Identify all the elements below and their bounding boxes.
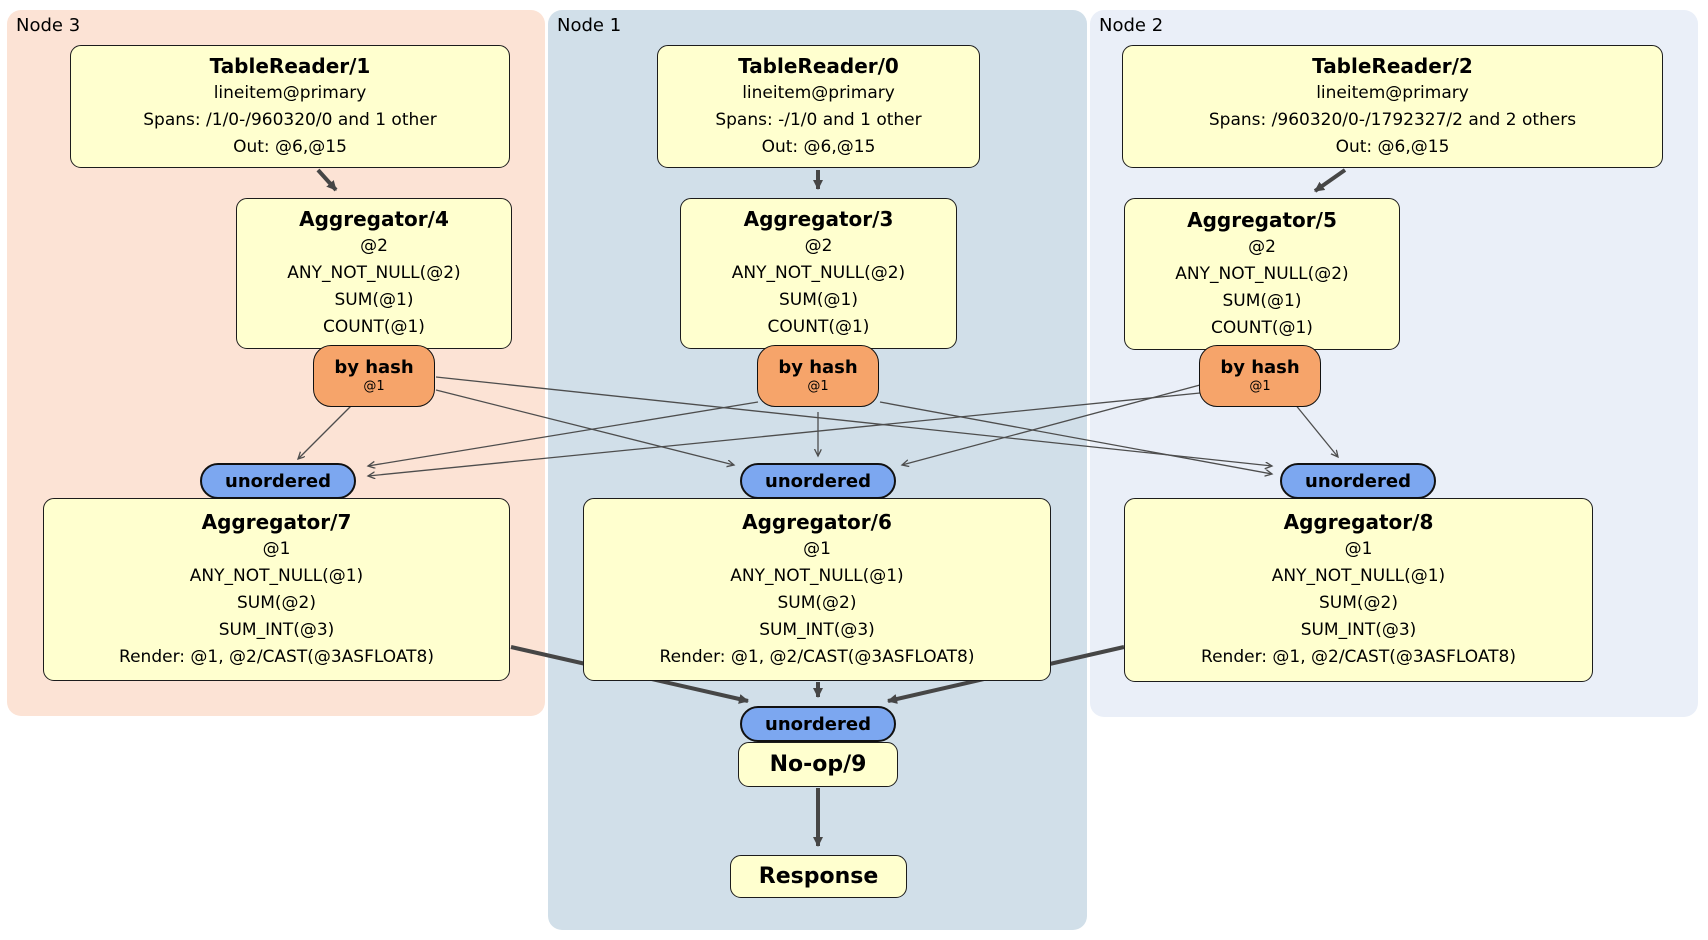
processor-detail: @1 [262, 538, 291, 559]
noop-box: No-op/9 [738, 742, 898, 787]
processor-detail: ANY_NOT_NULL(@1) [189, 565, 364, 586]
processor-title: Response [758, 864, 879, 889]
processor-detail: COUNT(@1) [1211, 317, 1313, 338]
processor-detail: SUM(@1) [334, 290, 414, 310]
node2-region-label: Node 2 [1099, 15, 1164, 36]
processor-detail: Spans: -/1/0 and 1 other [715, 109, 922, 130]
response-box: Response [730, 855, 907, 898]
edge-router2-stream3 [368, 392, 1201, 476]
router-key: @1 [807, 379, 829, 394]
unordered-stream-output: unordered [740, 706, 896, 742]
processor-detail: Spans: /960320/0-/1792327/2 and 2 others [1208, 109, 1577, 130]
edge-router2-stream1 [902, 384, 1201, 465]
node1-region-label: Node 1 [557, 15, 622, 36]
processor-detail: SUM_INT(@3) [218, 619, 335, 640]
processor-detail: COUNT(@1) [323, 317, 425, 337]
processor-detail: SUM(@1) [1222, 290, 1302, 311]
edge-tr1-agg4 [316, 168, 338, 192]
processor-detail: Render: @1, @2/CAST(@3ASFLOAT8) [119, 646, 434, 667]
processor-detail: Out: @6,@15 [1335, 136, 1450, 157]
table-reader-0-box: TableReader/0 lineitem@primary Spans: -/… [657, 45, 980, 168]
processor-detail: @1 [1344, 539, 1373, 559]
unordered-stream-node2: unordered [1280, 463, 1436, 499]
processor-title: No-op/9 [769, 752, 867, 777]
processor-detail: ANY_NOT_NULL(@1) [1271, 566, 1446, 586]
processor-title: Aggregator/6 [742, 509, 892, 534]
by-hash-router-node1: by hash @1 [757, 345, 879, 407]
processor-detail: SUM_INT(@3) [1300, 620, 1417, 640]
processor-title: TableReader/0 [738, 53, 899, 78]
processor-title: Aggregator/3 [743, 207, 894, 231]
aggregator-7-box: Aggregator/7 @1 ANY_NOT_NULL(@1) SUM(@2)… [43, 498, 510, 681]
processor-detail: lineitem@primary [1316, 82, 1469, 103]
processor-detail: lineitem@primary [742, 82, 895, 103]
processor-detail: SUM(@2) [777, 592, 857, 613]
processor-detail: Spans: /1/0-/960320/0 and 1 other [143, 109, 437, 130]
aggregator-5-box: Aggregator/5 @2 ANY_NOT_NULL(@2) SUM(@1)… [1124, 198, 1400, 350]
by-hash-router-node3: by hash @1 [313, 345, 435, 407]
processor-title: Aggregator/8 [1283, 510, 1434, 534]
processor-detail: ANY_NOT_NULL(@2) [731, 263, 906, 283]
processor-detail: Render: @1, @2/CAST(@3ASFLOAT8) [659, 646, 975, 667]
processor-detail: lineitem@primary [213, 82, 367, 103]
processor-detail: @2 [804, 236, 833, 256]
processor-title: TableReader/1 [209, 53, 371, 78]
aggregator-8-box: Aggregator/8 @1 ANY_NOT_NULL(@1) SUM(@2)… [1124, 498, 1593, 682]
processor-detail: Out: @6,@15 [233, 136, 347, 157]
edge-router3-stream2 [435, 376, 1272, 466]
edge-router3-stream3 [298, 404, 353, 459]
processor-detail: Out: @6,@15 [761, 136, 876, 157]
table-reader-1-box: TableReader/1 lineitem@primary Spans: /1… [70, 45, 510, 168]
router-label: by hash [334, 357, 414, 378]
edge-router1-stream3 [368, 401, 759, 466]
processor-detail: ANY_NOT_NULL(@2) [287, 263, 461, 283]
processor-detail: ANY_NOT_NULL(@1) [730, 565, 904, 586]
processor-detail: SUM(@2) [1319, 593, 1398, 613]
router-label: by hash [778, 357, 858, 378]
router-label: by hash [1220, 357, 1300, 378]
unordered-stream-node1: unordered [740, 463, 896, 499]
edge-router2-stream2 [1289, 397, 1338, 457]
node3-region-label: Node 3 [16, 15, 81, 36]
router-key: @1 [363, 379, 385, 394]
processor-detail: COUNT(@1) [767, 317, 870, 337]
processor-title: Aggregator/7 [201, 509, 352, 534]
edge-router3-stream1 [435, 389, 734, 465]
processor-detail: Render: @1, @2/CAST(@3ASFLOAT8) [1201, 647, 1516, 667]
processor-title: TableReader/2 [1312, 53, 1473, 78]
edge-router1-stream2 [879, 401, 1272, 474]
processor-detail: @2 [1248, 236, 1276, 257]
edge-tr2-agg5 [1313, 168, 1347, 193]
hash-routing-edges [298, 376, 1338, 476]
processor-detail: SUM(@1) [779, 290, 858, 310]
processor-title: Aggregator/5 [1187, 207, 1337, 232]
by-hash-router-node2: by hash @1 [1199, 345, 1321, 407]
processor-detail: SUM_INT(@3) [759, 619, 875, 640]
aggregator-6-box: Aggregator/6 @1 ANY_NOT_NULL(@1) SUM(@2)… [583, 498, 1051, 681]
unordered-stream-node3: unordered [200, 463, 356, 499]
router-key: @1 [1249, 379, 1271, 394]
processor-title: Aggregator/4 [299, 207, 449, 231]
processor-detail: @2 [360, 236, 388, 256]
processor-detail: SUM(@2) [237, 592, 316, 613]
table-reader-2-box: TableReader/2 lineitem@primary Spans: /9… [1122, 45, 1663, 168]
processor-detail: @1 [803, 538, 831, 559]
processor-detail: ANY_NOT_NULL(@2) [1175, 263, 1349, 284]
aggregator-4-box: Aggregator/4 @2 ANY_NOT_NULL(@2) SUM(@1)… [236, 198, 512, 349]
aggregator-3-box: Aggregator/3 @2 ANY_NOT_NULL(@2) SUM(@1)… [680, 198, 957, 349]
